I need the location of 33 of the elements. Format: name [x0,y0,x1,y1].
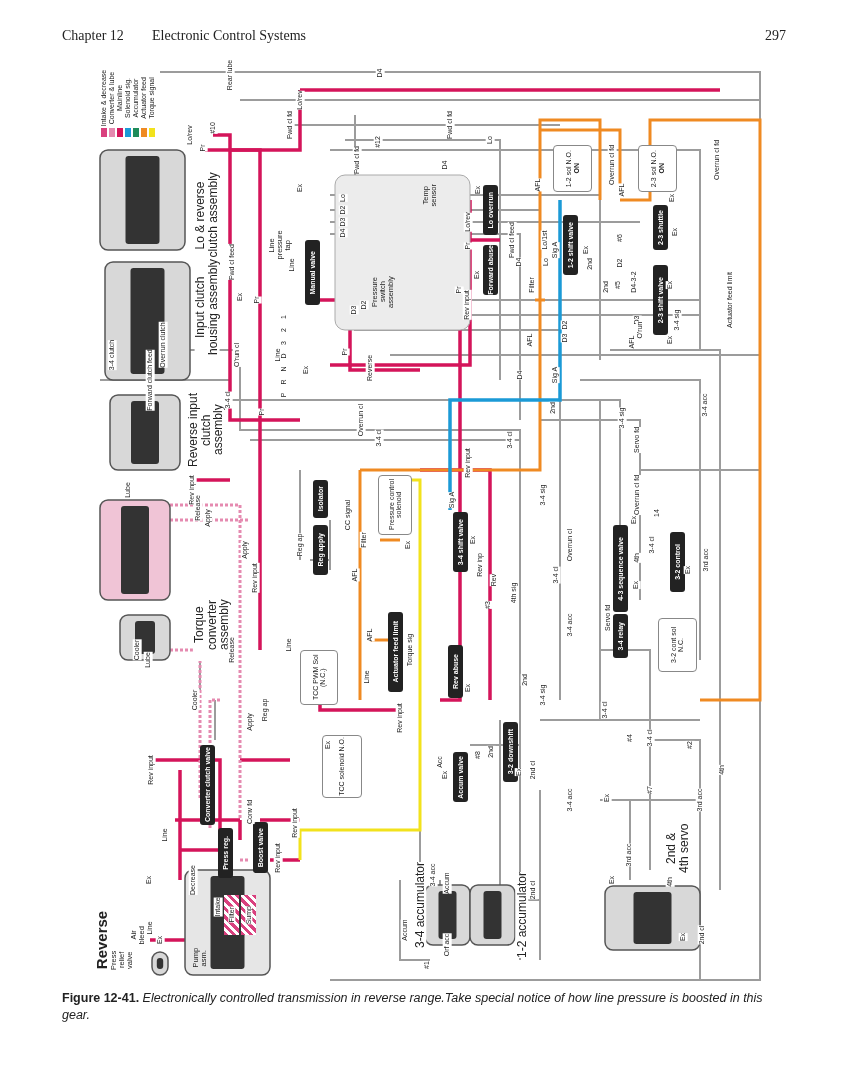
valve-spool [388,612,403,692]
valve-spool [563,215,578,275]
component-label: 3-4 accumulator [413,862,427,948]
solenoid-box [638,145,677,192]
valve-spool [483,185,498,235]
component-label: 1-2 accumulator [515,872,529,958]
page-header: Electronic Control Systems [152,28,306,44]
solenoid-box [378,475,412,535]
filter-block [224,895,239,935]
filter-block [241,895,256,935]
solenoid-box [322,735,362,798]
valve-spool [313,480,328,518]
valve-spool [503,722,518,782]
solenoid-box [553,145,592,192]
valve-spool [218,828,233,878]
valve-spool [448,645,463,698]
valve-spool [613,525,628,612]
component-label: Input clutch housing assembly [194,257,220,357]
solenoid-box [300,650,338,705]
valve-spool [653,205,668,250]
solenoid-box [658,618,697,672]
valve-spool [253,822,268,873]
mode-title: Reverse [94,910,110,970]
valve-spool [653,265,668,335]
valve-spool [613,614,628,658]
page-header: 297 [765,28,786,44]
component-label: 2nd & 4th servo [665,823,691,873]
valve-spool [453,512,468,572]
valve-spool [670,532,685,592]
page-header: Chapter 12 [62,28,124,44]
valve-spool [305,240,320,305]
figure-caption: Figure 12-41. Electronically controlled transmission in reverse range.Take special notice of how line pressure is boosted in this gear. [62,990,764,1024]
valve-spool [313,525,328,575]
